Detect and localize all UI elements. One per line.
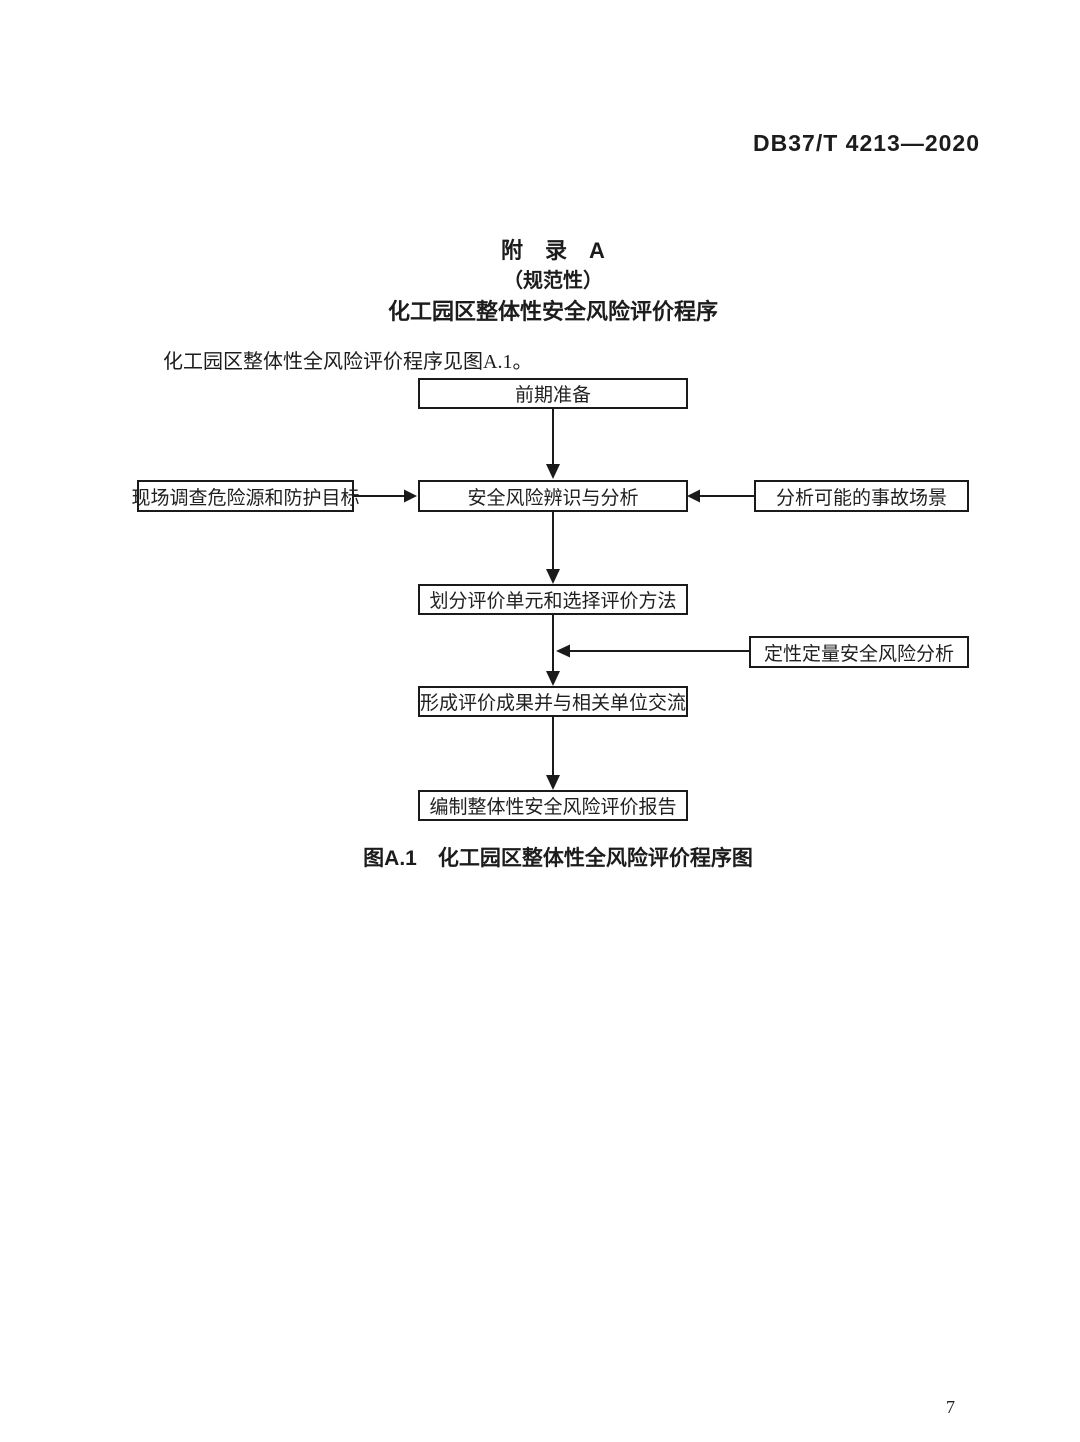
appendix-heading: 化工园区整体性安全风险评价程序 <box>387 299 719 324</box>
flow-node-preparation: 前期准备 <box>418 378 688 409</box>
arrow-results-to-report <box>546 717 560 790</box>
flow-node-report-compilation: 编制整体性安全风险评价报告 <box>418 790 688 821</box>
intro-paragraph: 化工园区整体性全风险评价程序见图A.1。 <box>163 351 533 373</box>
arrow-scenario-to-identify <box>687 489 754 503</box>
figure-caption: 图A.1 化工园区整体性全风险评价程序图 <box>363 847 753 870</box>
flow-node-evaluation-units: 划分评价单元和选择评价方法 <box>418 584 688 615</box>
page-number: 7 <box>946 1397 955 1417</box>
arrow-survey-to-identify <box>354 489 417 503</box>
appendix-subtitle: （规范性） <box>503 270 603 292</box>
flow-node-accident-scenarios: 分析可能的事故场景 <box>754 480 969 512</box>
arrow-units-to-results <box>546 615 560 686</box>
appendix-title: 附 录 A <box>501 238 605 263</box>
flow-node-results-exchange: 形成评价成果并与相关单位交流 <box>418 686 688 717</box>
flow-node-site-survey: 现场调查危险源和防护目标 <box>132 480 360 512</box>
flow-node-risk-identification: 安全风险辨识与分析 <box>418 480 688 512</box>
arrow-qual-to-flow <box>556 644 749 658</box>
flow-node-qualitative-quantitative-analysis: 定性定量安全风险分析 <box>749 636 969 668</box>
arrow-identify-to-units <box>546 512 560 584</box>
standard-number: DB37/T 4213—2020 <box>753 130 980 156</box>
arrow-prep-to-identify <box>546 409 560 479</box>
